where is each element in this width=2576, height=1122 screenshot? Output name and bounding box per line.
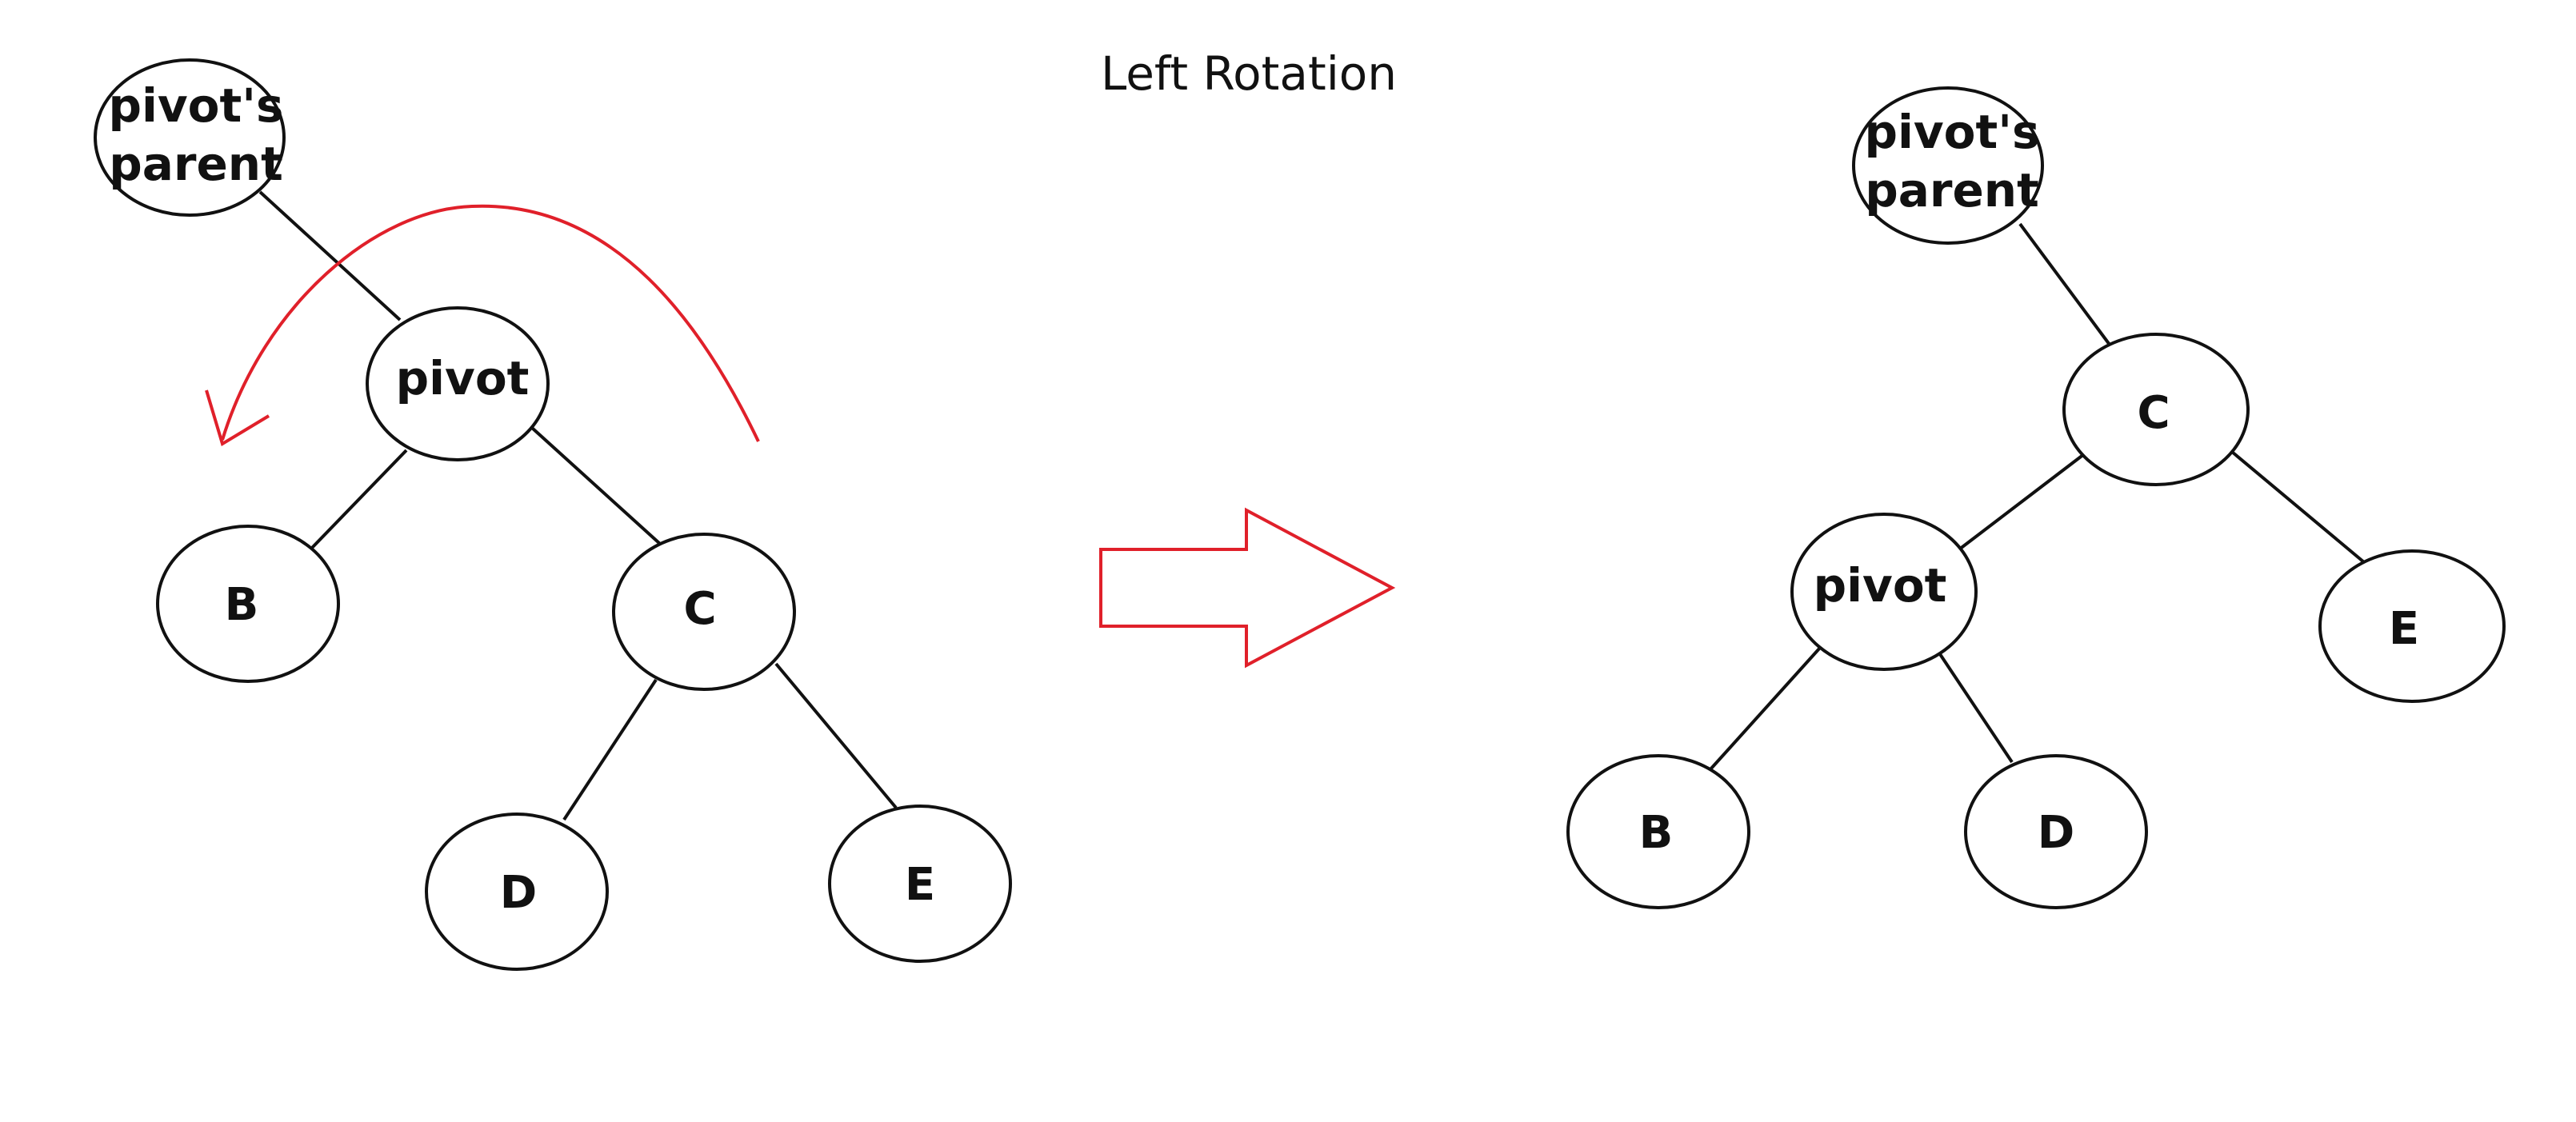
edge-c-pivot-after	[1954, 453, 2086, 553]
right-arrow-icon	[1099, 507, 1396, 669]
edge-parent-pivot-before	[258, 190, 402, 321]
node-label: E	[905, 859, 935, 911]
edge-c-d-before	[562, 678, 658, 821]
node-d-before: D	[425, 813, 609, 971]
node-pivot-after: pivot	[1790, 513, 1978, 671]
curved-arrow-icon	[205, 204, 760, 447]
edge-pivot-c-before	[530, 426, 662, 545]
node-pivot-before: pivot	[366, 306, 550, 461]
edge-pivot-d-after	[1938, 653, 2014, 764]
node-label: D	[500, 867, 537, 919]
node-label-line1: pivot's	[108, 78, 283, 133]
node-c-before: C	[612, 533, 796, 691]
node-e-before: E	[828, 805, 1012, 963]
node-pivot-parent-before: pivot's parent	[94, 58, 286, 217]
edge-c-e-before	[774, 662, 898, 809]
node-label-line2: parent	[109, 137, 283, 191]
node-label: E	[2389, 603, 2419, 655]
node-d-after: D	[1964, 754, 2148, 909]
node-b-before: B	[156, 525, 340, 683]
node-c-after: C	[2062, 333, 2250, 486]
node-label: C	[683, 583, 716, 635]
node-label: pivot	[1814, 558, 1947, 613]
edge-pivot-b-before	[310, 449, 408, 549]
edge-c-e-after	[2230, 450, 2366, 564]
node-pivot-parent-after: pivot's parent	[1852, 86, 2044, 245]
edge-pivot-b-after	[1709, 646, 1822, 771]
node-label-line1: pivot's	[1864, 105, 2039, 159]
node-label-line2: parent	[1865, 163, 2039, 218]
node-e-after: E	[2318, 549, 2506, 703]
node-label: B	[1639, 807, 1674, 859]
diagram-title: Left Rotation	[1100, 46, 1398, 101]
edge-parent-c-after	[2018, 222, 2114, 349]
node-label: C	[2137, 387, 2170, 439]
node-label: pivot	[396, 351, 530, 405]
node-b-after: B	[1566, 754, 1750, 909]
node-label: D	[2038, 807, 2074, 859]
node-label: B	[225, 579, 259, 631]
